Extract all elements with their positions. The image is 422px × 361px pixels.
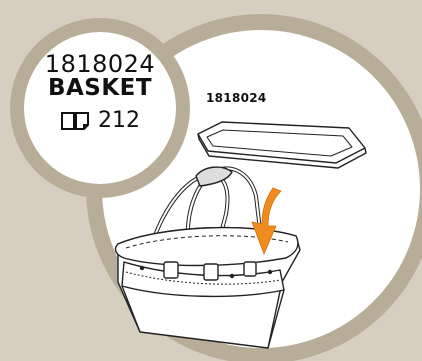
book-icon — [60, 110, 90, 132]
product-name: BASKET — [24, 76, 176, 100]
part-number-label: 1818024 — [206, 91, 267, 105]
page-number: 212 — [98, 108, 140, 134]
product-badge: 1818024 BASKET 212 — [24, 52, 176, 134]
product-number: 1818024 — [24, 52, 176, 76]
tray-icon — [198, 122, 366, 168]
page-reference: 212 — [24, 108, 176, 134]
